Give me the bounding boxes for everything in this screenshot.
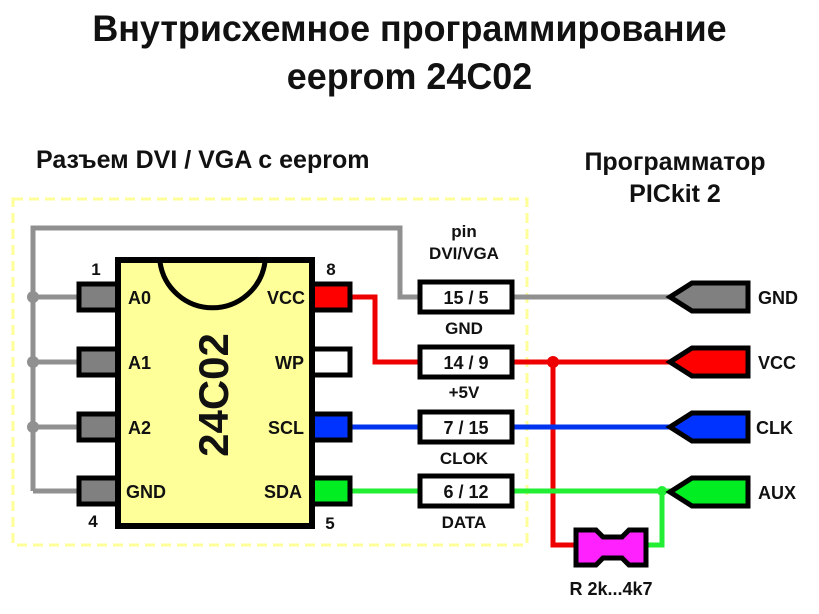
- diagram-title-line1: Внутрисхемное программирование: [92, 8, 727, 49]
- chip-name: 24C02: [190, 333, 237, 457]
- chip-pin-wp: [309, 346, 353, 378]
- chip-pin-a0: [76, 281, 122, 313]
- pin-number-1: 1: [91, 260, 100, 279]
- junction-dot: [547, 356, 559, 368]
- chip-pin-label-a1: A1: [128, 353, 151, 373]
- programmer-pin-label-vcc: VCC: [758, 353, 796, 373]
- chip-body: [115, 257, 315, 529]
- connector-pin-box: 15 / 5: [417, 279, 515, 315]
- connector-signal-label: CLOK: [440, 449, 489, 468]
- junction-dot: [27, 291, 39, 303]
- connector-signal-label: +5V: [449, 383, 480, 402]
- programmer-section-heading: Программатор PICkit 2: [540, 146, 810, 210]
- programmer-heading-line2: PICkit 2: [629, 180, 721, 208]
- chip-pin-scl: [309, 411, 353, 443]
- junction-dot: [27, 356, 39, 368]
- diagram-title-line2: eeprom 24C02: [286, 56, 533, 97]
- connector-header-type: DVI/VGA: [429, 244, 499, 263]
- connector-section-heading: Разъем DVI / VGA с eeprom: [36, 146, 370, 174]
- programmer-heading-line1: Программатор: [584, 148, 766, 176]
- probe-tip-vcc: [665, 345, 751, 379]
- connector-boundary: [11, 197, 529, 547]
- pullup-resistor: [573, 527, 649, 568]
- chip-pin-label-scl: SCL: [268, 418, 304, 438]
- chip-pin-a2: [76, 411, 122, 443]
- programmer-pin-label-gnd: GND: [758, 288, 798, 308]
- chip-pin-label-sda: SDA: [264, 482, 302, 502]
- connector-pin-box: 14 / 9: [417, 344, 515, 380]
- gnd-bus-wire: [30, 225, 672, 494]
- connector-signal-label: DATA: [442, 513, 487, 532]
- programmer-pin-label-aux: AUX: [758, 483, 796, 503]
- chip-pin-label-gnd: GND: [126, 482, 166, 502]
- connector-pin-numbers: 15 / 5: [443, 288, 488, 308]
- programmer-pin-label-clk: CLK: [756, 418, 793, 438]
- connector-pin-box: 7 / 15: [417, 409, 515, 445]
- chip-pin-sda: [309, 475, 353, 507]
- connector-header-pin: pin: [451, 222, 477, 241]
- junction-dot: [657, 486, 667, 496]
- resistor-label: R 2k...4k7: [569, 579, 652, 599]
- pin-number-4: 4: [88, 512, 98, 531]
- chip-pin-label-a2: A2: [128, 418, 151, 438]
- pin-number-5: 5: [325, 514, 334, 533]
- connector-signal-label: GND: [445, 319, 483, 338]
- chip-pin-label-vcc: VCC: [267, 288, 305, 308]
- probe-tip-clk: [665, 410, 751, 444]
- chip-pin-vcc: [309, 281, 353, 313]
- probe-tip-gnd: [665, 280, 751, 314]
- chip-pin-a1: [76, 346, 122, 378]
- connector-pin-numbers: 7 / 15: [443, 418, 488, 438]
- chip-pin-gnd: [76, 475, 122, 507]
- vcc-wire: [348, 294, 672, 548]
- data-wire: [348, 488, 672, 548]
- pin-number-8: 8: [326, 260, 335, 279]
- connector-pin-box: 6 / 12: [417, 473, 515, 509]
- chip-notch: [157, 261, 268, 311]
- chip-pin-label-wp: WP: [275, 353, 304, 373]
- connector-pin-numbers: 6 / 12: [443, 482, 488, 502]
- probe-tip-aux: [665, 475, 751, 509]
- junction-dot: [27, 421, 39, 433]
- chip-pin-label-a0: A0: [128, 288, 151, 308]
- connector-pin-numbers: 14 / 9: [443, 353, 488, 373]
